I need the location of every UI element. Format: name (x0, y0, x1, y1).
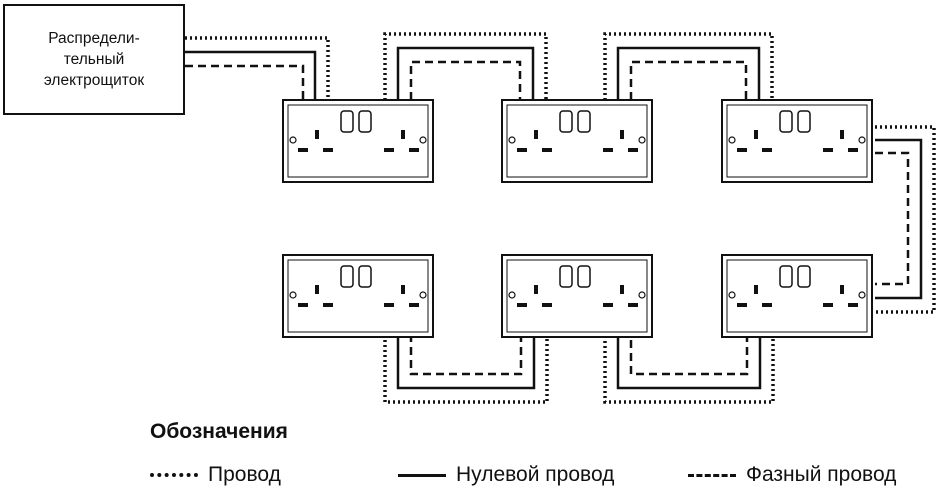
legend-item-wire: Провод (150, 460, 281, 490)
dashed-line-icon (688, 473, 736, 477)
dotted-line-icon (150, 473, 198, 477)
wire-cable-s1-s2 (383, 32, 548, 100)
distribution-panel-label: Распредели- тельный электрощиток (38, 28, 150, 91)
socket-4 (282, 254, 434, 338)
wire-neutral-panel-socket1 (185, 50, 317, 100)
wire-neutral-s3-s6 (875, 138, 923, 300)
wire-phase-s5-s4 (409, 334, 523, 376)
wire-phase-s6-s5 (629, 334, 749, 376)
legend-item-neutral: Нулевой провод (398, 460, 614, 490)
socket-1 (282, 99, 434, 183)
wire-neutral-s6-s5 (616, 334, 762, 390)
wire-neutral-s2-s3 (616, 46, 761, 100)
socket-5 (501, 254, 653, 338)
panel-label-line3: электрощиток (43, 72, 145, 89)
legend-label-phase: Фазный провод (746, 463, 897, 486)
wire-neutral-s1-s2 (396, 46, 535, 100)
wire-phase-s1-s2 (409, 60, 522, 100)
socket-3 (721, 99, 873, 183)
wire-cable-s6-s5 (603, 334, 775, 404)
solid-line-icon (398, 473, 446, 477)
legend-label-wire: Провод (208, 463, 281, 486)
wire-phase-panel-socket1 (185, 64, 305, 100)
legend-title: Обозначения (150, 420, 288, 443)
wire-cable-s2-s3 (603, 32, 774, 100)
wire-neutral-s5-s4 (396, 334, 536, 390)
panel-label-line2: тельный (63, 51, 125, 68)
wire-cable-s5-s4 (383, 334, 549, 404)
distribution-panel: Распредели- тельный электрощиток (3, 4, 185, 115)
wire-cable-s3-s6 (875, 125, 936, 314)
wire-phase-s2-s3 (629, 60, 748, 100)
socket-6 (721, 254, 873, 338)
panel-label-line1: Распредели- (48, 30, 140, 47)
wire-phase-s3-s6 (875, 151, 910, 286)
socket-2 (501, 99, 653, 183)
legend-label-neutral: Нулевой провод (456, 463, 615, 486)
legend-item-phase: Фазный провод (688, 460, 896, 490)
wire-cable-panel-socket1 (185, 36, 330, 100)
